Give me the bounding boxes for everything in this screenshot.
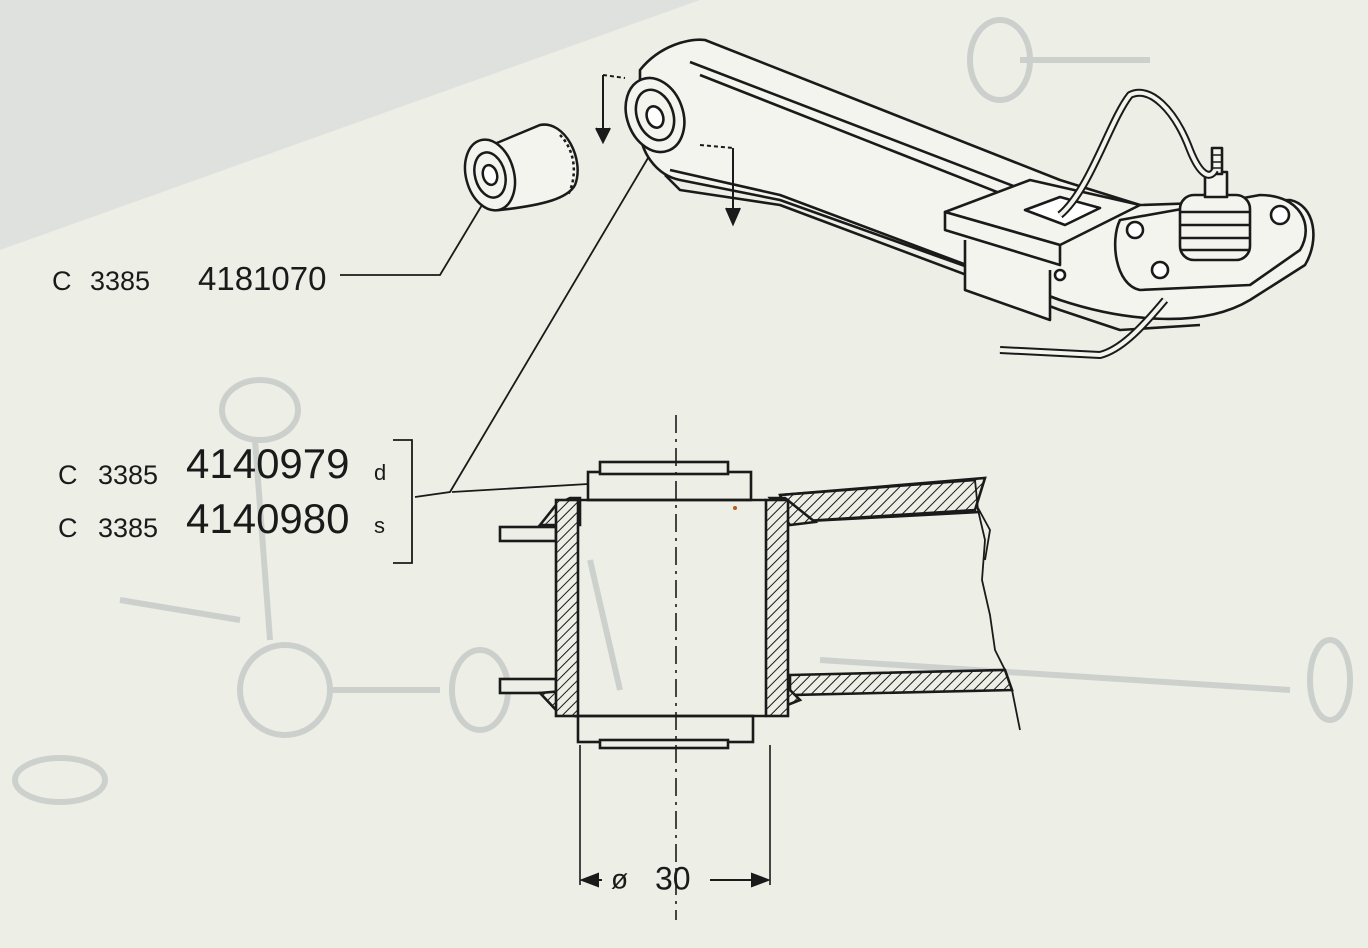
arm-right-side: d — [374, 460, 386, 485]
arm-right-prefix: C — [58, 460, 78, 490]
bushing-prefix: C — [52, 266, 72, 296]
diameter-symbol: ø — [611, 863, 628, 894]
arm-left-part-number: 4140980 — [186, 495, 350, 542]
diameter-value: 30 — [655, 860, 691, 896]
arm-left-prefix: C — [58, 513, 78, 543]
bushing-illustration — [463, 123, 579, 212]
cross-section-drawing — [498, 415, 1021, 920]
diameter-dimension — [579, 872, 771, 888]
arm-right-part-number: 4140979 — [186, 440, 350, 487]
label-bushing: C 3385 4181070 — [52, 260, 326, 297]
show-through-artwork — [12, 17, 1353, 805]
arm-right-ref: 3385 — [98, 460, 158, 490]
label-arm-left: C 3385 4140980 s — [58, 495, 385, 543]
bushing-part-number: 4181070 — [198, 260, 326, 297]
arm-left-ref: 3385 — [98, 513, 158, 543]
label-arm-right: C 3385 4140979 d — [58, 440, 386, 490]
bushing-ref: 3385 — [90, 266, 150, 296]
section-arrows — [595, 74, 741, 227]
control-arm-illustration — [624, 38, 1315, 359]
leader-lines — [340, 157, 649, 564]
arm-left-side: s — [374, 513, 385, 538]
